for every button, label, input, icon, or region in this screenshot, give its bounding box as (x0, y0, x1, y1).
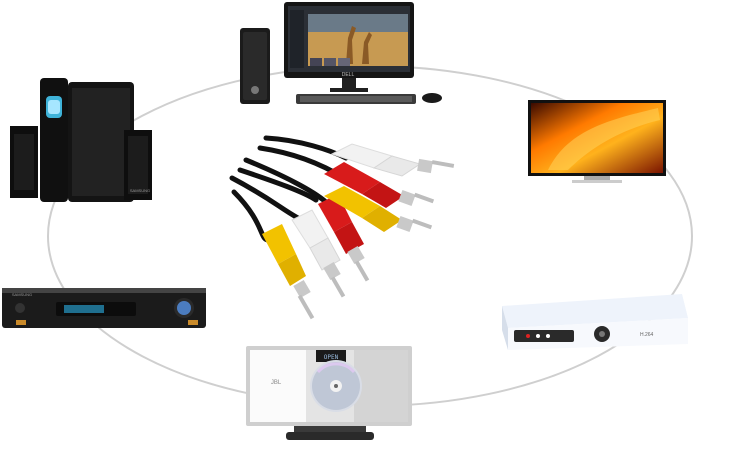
cd-micro-system: OPEN JBL (246, 344, 412, 444)
rca-cables-illustration (229, 135, 455, 320)
rca-plug-yellow-right (324, 186, 433, 233)
set-top-box: H.264 (492, 288, 692, 354)
rca-plug-white-left (291, 209, 346, 298)
set-top-box-illustration: H.264 (502, 294, 688, 350)
stb-brand: H.264 (640, 332, 654, 338)
flat-tv (528, 100, 666, 184)
dvd-receiver: SAMSUNG (2, 284, 206, 332)
rca-cables (220, 134, 466, 324)
stereo-brand: SAMSUNG (130, 188, 150, 193)
dvd-brand: SAMSUNG (12, 292, 32, 297)
desktop-computer: DELL (238, 2, 450, 110)
desktop-computer-illustration: DELL (240, 2, 442, 104)
rca-plug-white-right (330, 143, 455, 177)
cd-player-brand: JBL (271, 380, 282, 386)
flat-tv-illustration (528, 100, 666, 183)
speaker-system: SAMSUNG (10, 78, 152, 206)
rca-plug-yellow-left (262, 224, 315, 320)
speaker-system-illustration: SAMSUNG (10, 78, 152, 202)
rca-plug-red-left (318, 194, 370, 282)
cd-player-panel: OPEN (324, 354, 339, 361)
cd-micro-system-illustration: OPEN JBL (246, 346, 412, 440)
monitor-brand: DELL (342, 72, 355, 78)
dvd-receiver-illustration: SAMSUNG (2, 288, 206, 328)
rca-plug-red-right (324, 162, 435, 208)
